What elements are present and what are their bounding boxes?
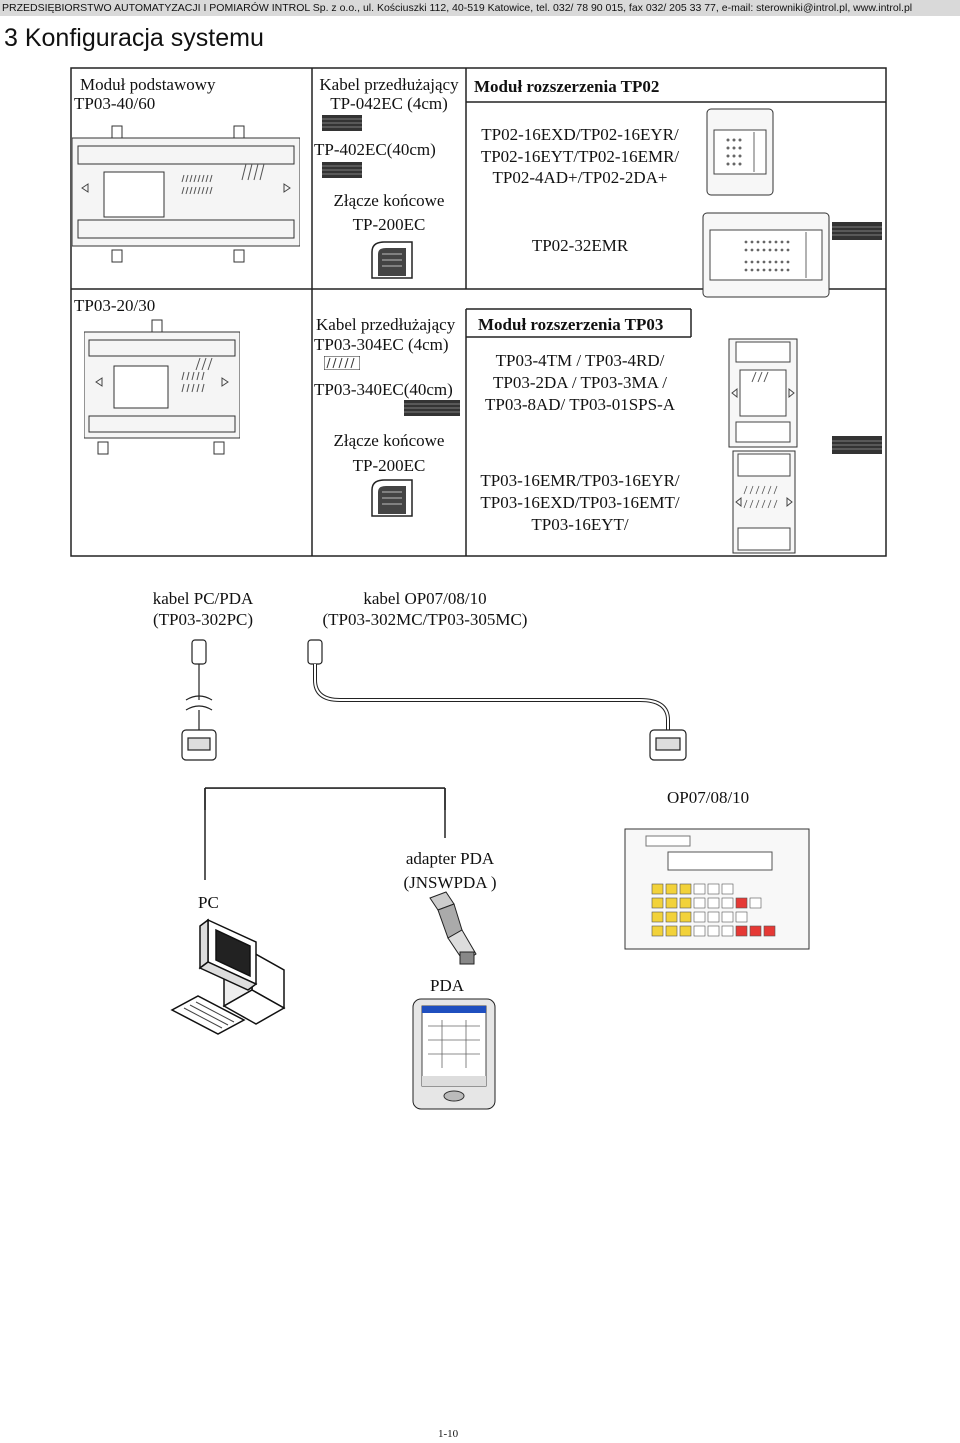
tp02-flat-cable-image [832, 222, 882, 240]
tp02-long-cable-image [322, 162, 362, 178]
tp03-long-cable-image [404, 400, 460, 416]
connection-lines-image [204, 788, 446, 880]
tp02-module-line1: TP02-16EXD/TP02-16EYR/ [481, 125, 679, 144]
pda-adapter-model: (JNSWPDA ) [403, 873, 497, 892]
tp02-short-cable-image [322, 115, 362, 131]
tp03-short-cable-image [324, 356, 360, 370]
tp02-module-line4: TP02-32EMR [531, 236, 629, 255]
tp03-module-title: Moduł rozszerzenia TP03 [478, 315, 664, 334]
tp03-4ch-module-image [728, 338, 798, 448]
page-number: 1-10 [438, 1428, 459, 1440]
tp03-flat-cable-image [832, 436, 882, 454]
op-panel-image [624, 828, 810, 950]
base-module-label: Moduł podstawowy [80, 75, 216, 94]
tp03-16-module-image [732, 450, 796, 554]
tp02-end-title: Złącze końcowe [333, 191, 445, 210]
communication-cables-image [181, 639, 687, 810]
op-cable-title: kabel OP07/08/10 [363, 589, 487, 608]
pda-adapter-image [429, 891, 477, 965]
company-header: PRZEDSIĘBIORSTWO AUTOMATYZACJI I POMIARÓ… [0, 0, 960, 16]
tp03-module-line5: TP03-16EXD/TP03-16EMT/ [480, 493, 680, 512]
pda-adapter-title: adapter PDA [405, 849, 495, 868]
tp02-cable-short: TP-042EC (4cm) [330, 94, 448, 113]
pc-computer-image [170, 918, 286, 1035]
pc-cable-title: kabel PC/PDA [152, 589, 254, 608]
tp02-end-model: TP-200EC [352, 215, 426, 234]
pc-cable-model: (TP03-302PC) [152, 610, 254, 629]
tp03-module-line4: TP03-16EMR/TP03-16EYR/ [480, 471, 680, 490]
pda-device-image [412, 998, 496, 1110]
base-unit-tp03-20-image [84, 319, 240, 455]
page-title: 3 Konfiguracja systemu [4, 24, 264, 52]
tp03-cable-title: Kabel przedłużający [316, 315, 456, 334]
tp02-module-line2: TP02-16EYT/TP02-16EMR/ [480, 147, 680, 166]
tp03-module-line1: TP03-4TM / TP03-4RD/ [495, 351, 665, 370]
base-model-20-30: TP03-20/30 [74, 296, 156, 315]
tp02-module-line3: TP02-4AD+/TP02-2DA+ [492, 168, 668, 187]
tp03-module-line3: TP03-8AD/ TP03-01SPS-A [484, 395, 676, 414]
op-panel-label: OP07/08/10 [667, 788, 750, 807]
pda-label: PDA [430, 976, 465, 995]
tp03-cable-long: TP03-340EC(40cm) [314, 380, 453, 399]
tp02-end-connector-image [371, 241, 413, 279]
tp03-end-title: Złącze końcowe [333, 431, 445, 450]
op-cable-model: (TP03-302MC/TP03-305MC) [322, 610, 528, 629]
tp03-module-line6: TP03-16EYT/ [531, 515, 629, 534]
base-model-40-60: TP03-40/60 [74, 94, 156, 113]
tp02-cable-long: TP-402EC(40cm) [314, 140, 436, 159]
tp03-end-connector-image [371, 479, 413, 517]
pc-label: PC [198, 893, 219, 912]
tp03-cable-short: TP03-304EC (4cm) [314, 335, 449, 354]
base-unit-tp03-40-image [72, 125, 300, 263]
tp02-cable-title: Kabel przedłużający [319, 75, 459, 94]
tp03-module-line2: TP03-2DA / TP03-3MA / [493, 373, 667, 392]
tp03-end-model: TP-200EC [352, 456, 426, 475]
tp02-module-title: Moduł rozszerzenia TP02 [474, 77, 660, 96]
tp02-32emr-module-image [702, 212, 830, 298]
tp02-16-module-image [706, 108, 774, 196]
